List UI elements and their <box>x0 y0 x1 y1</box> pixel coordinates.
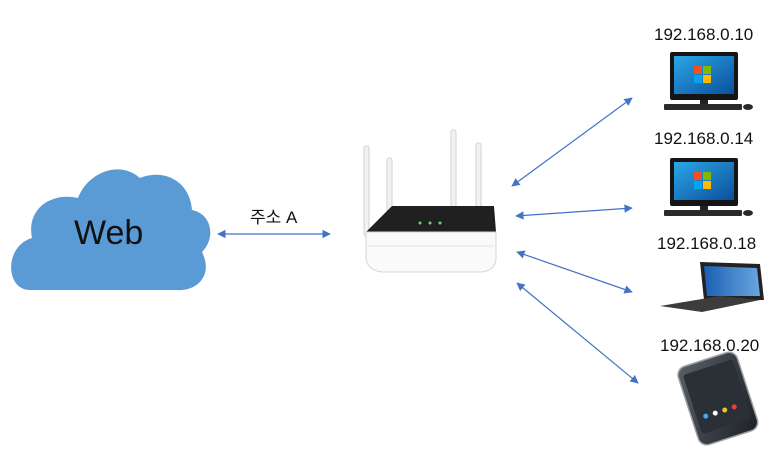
wifi-router-icon <box>363 129 497 273</box>
device-ip-label: 192.168.0.20 <box>660 336 760 355</box>
link-arrow <box>515 204 633 220</box>
link-arrow <box>516 250 633 294</box>
link-arrow <box>511 97 633 187</box>
link-arrow <box>516 282 639 384</box>
smartphone-icon <box>677 351 759 446</box>
desktop-computer-icon <box>664 52 753 110</box>
desktop-computer-icon <box>664 158 753 216</box>
device-ip-label: 192.168.0.10 <box>654 25 754 44</box>
link-label: 주소 A <box>250 208 298 227</box>
cloud-label: Web <box>74 214 144 252</box>
device-ip-label: 192.168.0.14 <box>654 129 754 148</box>
cloud-icon <box>11 169 211 291</box>
tablet-laptop-icon <box>660 262 764 312</box>
device-ip-label: 192.168.0.18 <box>657 234 757 253</box>
